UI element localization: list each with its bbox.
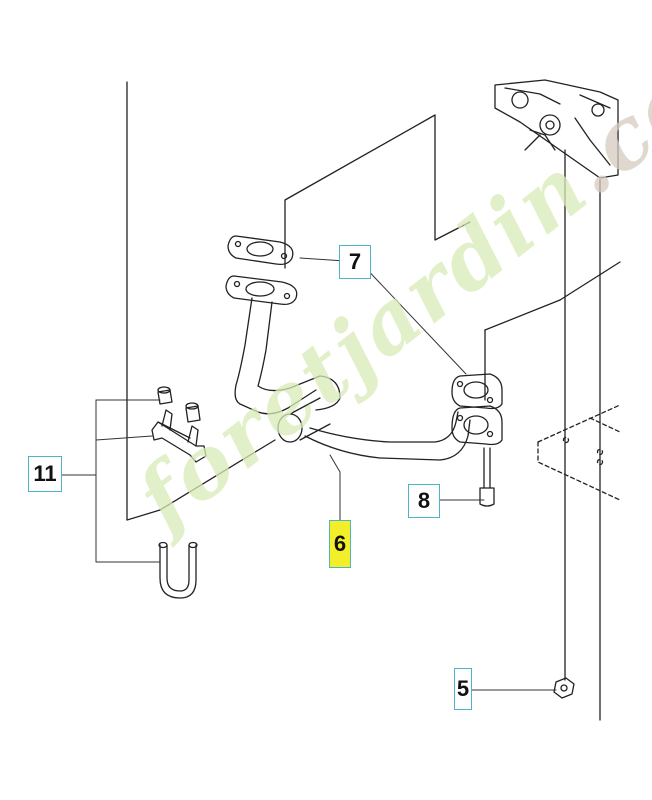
clamp-assembly <box>151 386 207 599</box>
callout-8[interactable]: 8 <box>408 484 440 518</box>
bolt <box>479 447 495 507</box>
callout-7[interactable]: 7 <box>339 245 371 279</box>
gasket-right <box>451 373 503 410</box>
callout-5[interactable]: 5 <box>454 668 472 710</box>
pipe-flange <box>451 405 503 446</box>
callout-11[interactable]: 11 <box>28 456 62 492</box>
carburetor-assembly <box>494 79 619 179</box>
gasket-upper <box>227 235 294 266</box>
engine-plate <box>537 404 621 501</box>
exhaust-pipe <box>225 275 471 461</box>
nut <box>553 677 575 699</box>
callout-6[interactable]: 6 <box>329 520 351 568</box>
